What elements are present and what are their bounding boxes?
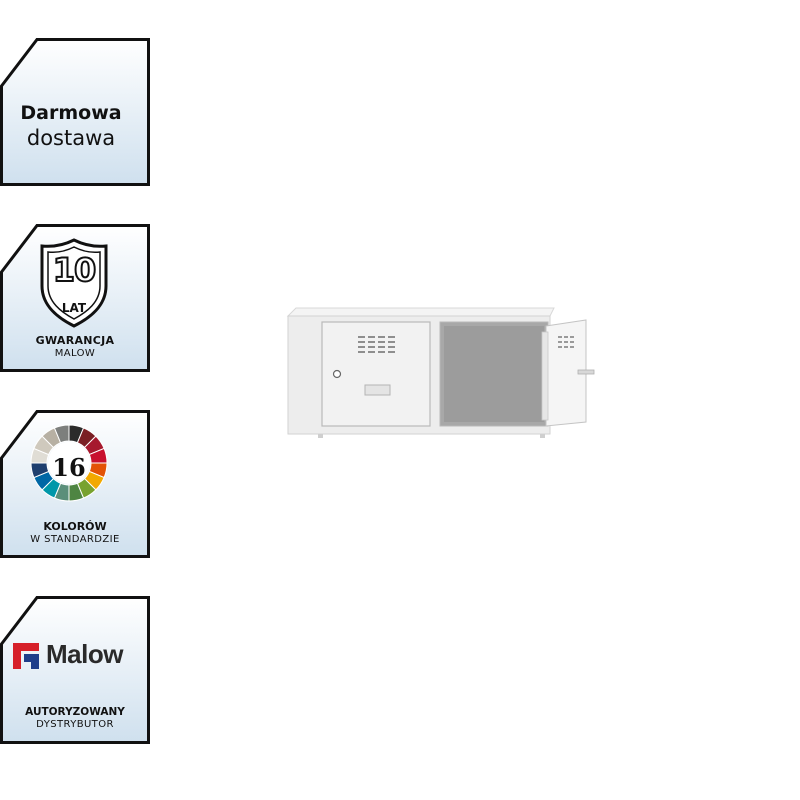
cabinet-foot (540, 434, 545, 438)
warranty-subtitle: MALOW (54, 348, 96, 359)
free-delivery-line2: dostawa (26, 126, 116, 150)
color-swatch (53, 424, 70, 444)
colors-badge: 16 KOLORÓW W STANDARDZIE (0, 410, 150, 558)
color-wheel-icon (30, 424, 108, 502)
badge-frame (0, 596, 150, 744)
free-delivery-badge: Darmowa dostawa (0, 38, 150, 186)
distributor-title: AUTORYZOWANY (25, 706, 125, 718)
colors-title: KOLORÓW (43, 520, 107, 533)
vent-icon (358, 336, 395, 353)
distributor-badge: Malow AUTORYZOWANY DYSTRYBUTOR (0, 596, 150, 744)
colors-count: 16 (52, 453, 86, 482)
compartment-interior (444, 326, 544, 422)
free-delivery-line1: Darmowa (20, 102, 122, 124)
door-latch (577, 369, 595, 375)
color-wheel-center (48, 442, 90, 484)
warranty-unit: LAT (61, 301, 87, 315)
malow-logo-icon (13, 643, 39, 669)
label-holder (364, 384, 391, 396)
lock-icon (332, 369, 342, 379)
vent-icon (558, 336, 574, 348)
warranty-badge: 10 LAT GWARANCJA MALOW (0, 224, 150, 372)
door-hinge (541, 331, 549, 421)
malow-logo-text: Malow (46, 639, 123, 669)
cabinet-foot (318, 434, 323, 438)
warranty-title: GWARANCJA (35, 334, 115, 347)
distributor-subtitle: DYSTRYBUTOR (36, 719, 114, 730)
warranty-years: 10 (52, 250, 98, 290)
colors-subtitle: W STANDARDZIE (30, 534, 120, 545)
product-image (286, 307, 595, 438)
cabinet-top (286, 307, 555, 317)
badge-frame (0, 38, 150, 186)
shield-icon (40, 238, 108, 328)
